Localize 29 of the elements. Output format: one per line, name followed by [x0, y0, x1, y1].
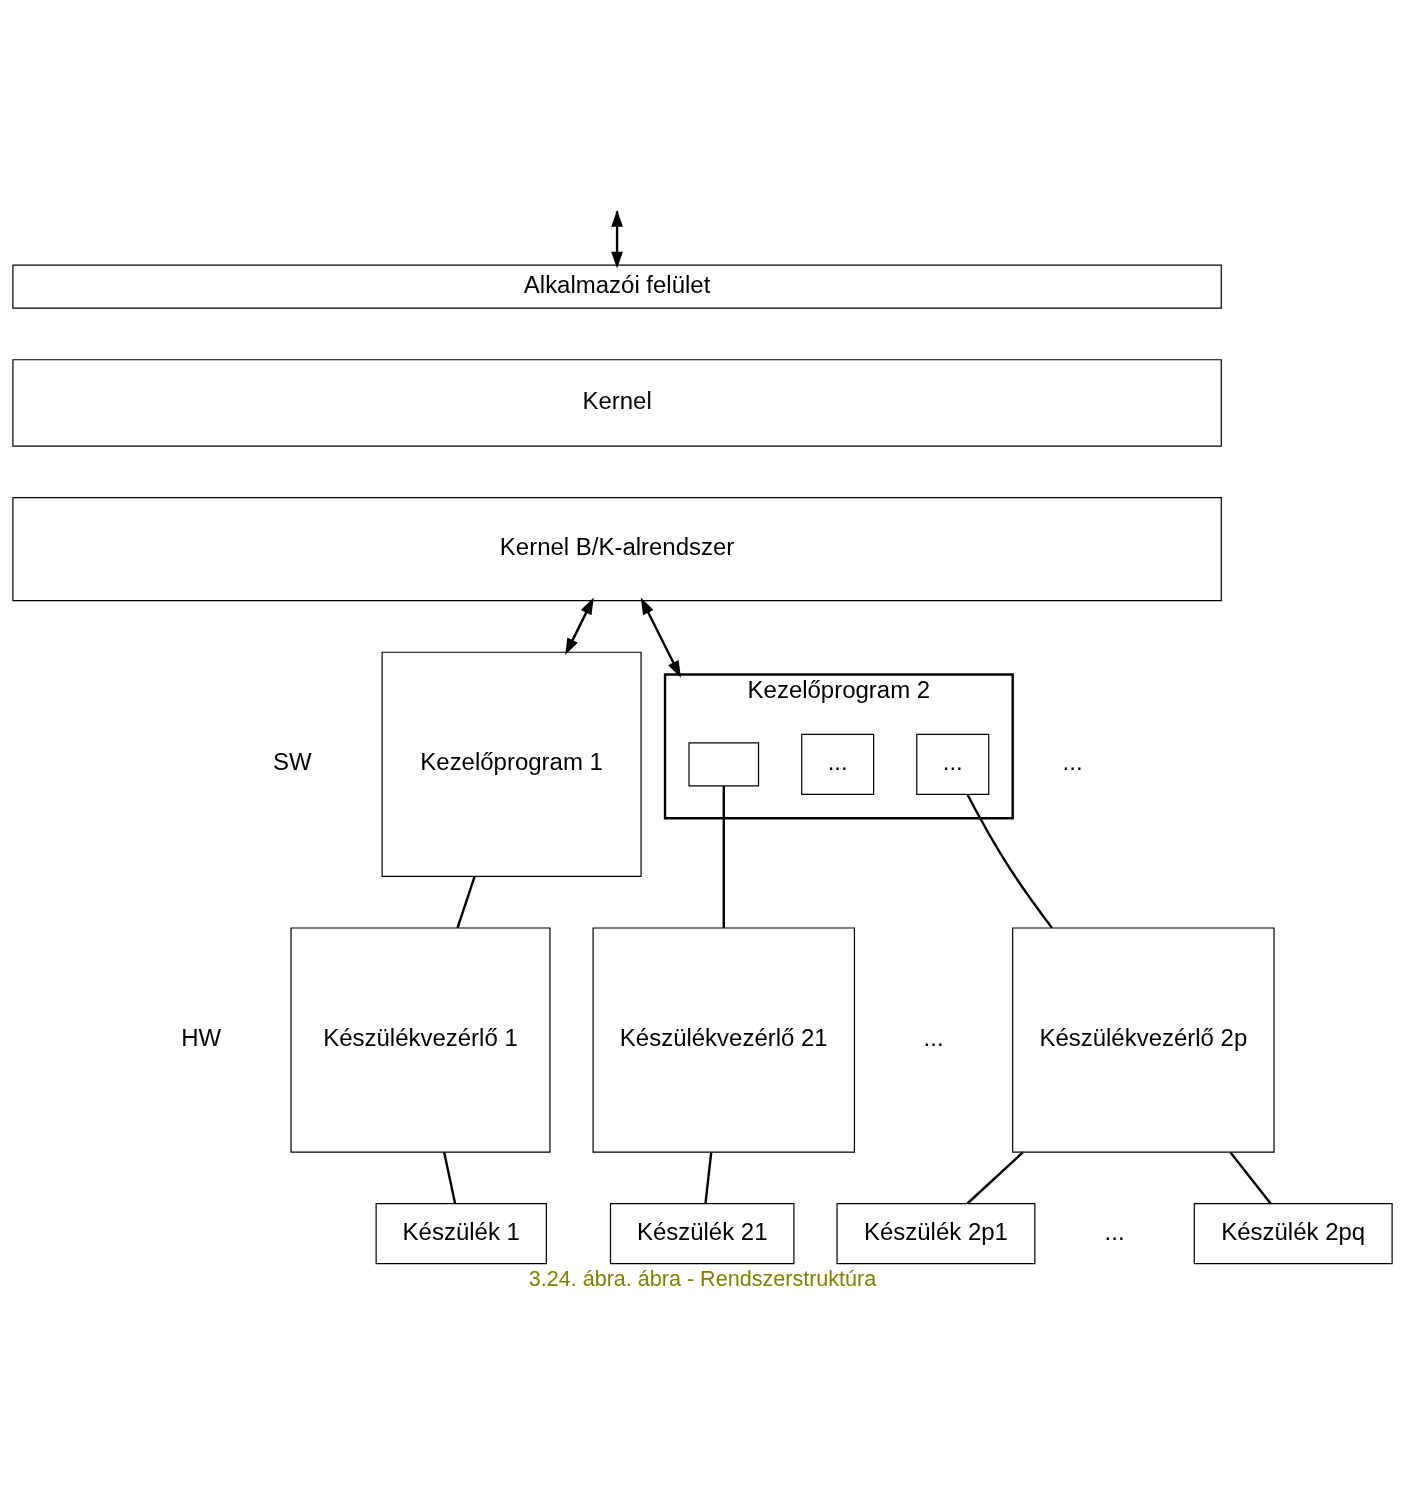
connector [456, 876, 476, 929]
label: ... [1062, 748, 1083, 776]
connector [704, 1152, 713, 1204]
node-box: Készülékvezérlő 2p [1012, 927, 1275, 1153]
node-box: Kernel [12, 359, 1222, 447]
node-box: Készülék 2p1 [836, 1203, 1036, 1265]
node-box [688, 742, 760, 787]
node-box: ... [801, 733, 875, 795]
arrow [640, 597, 681, 678]
node-box: Készülék 21 [609, 1203, 795, 1265]
connector [966, 794, 1053, 929]
node-box: Alkalmazói felület [12, 264, 1222, 309]
connector [1229, 1151, 1272, 1205]
node-box: Készülékvezérlő 1 [290, 927, 551, 1153]
node-box: ... [916, 733, 990, 795]
node-box: Készülék 2pq [1193, 1203, 1393, 1265]
node-box: Készülék 1 [375, 1203, 547, 1265]
connector [966, 1151, 1024, 1205]
node-box: Kezelőprogram 1 [381, 651, 642, 878]
label: SW [272, 748, 312, 776]
label: ... [923, 1024, 944, 1052]
node-box: Készülékvezérlő 21 [592, 927, 856, 1153]
node-box: Kernel B/K-alrendszer [12, 497, 1222, 602]
connector [443, 1152, 457, 1204]
caption: 3.24. ábra. ábra - Rendszerstruktúra [528, 1265, 877, 1291]
label: ... [1104, 1217, 1125, 1245]
label: HW [181, 1024, 222, 1052]
arrow [565, 597, 594, 656]
connector [722, 786, 725, 928]
